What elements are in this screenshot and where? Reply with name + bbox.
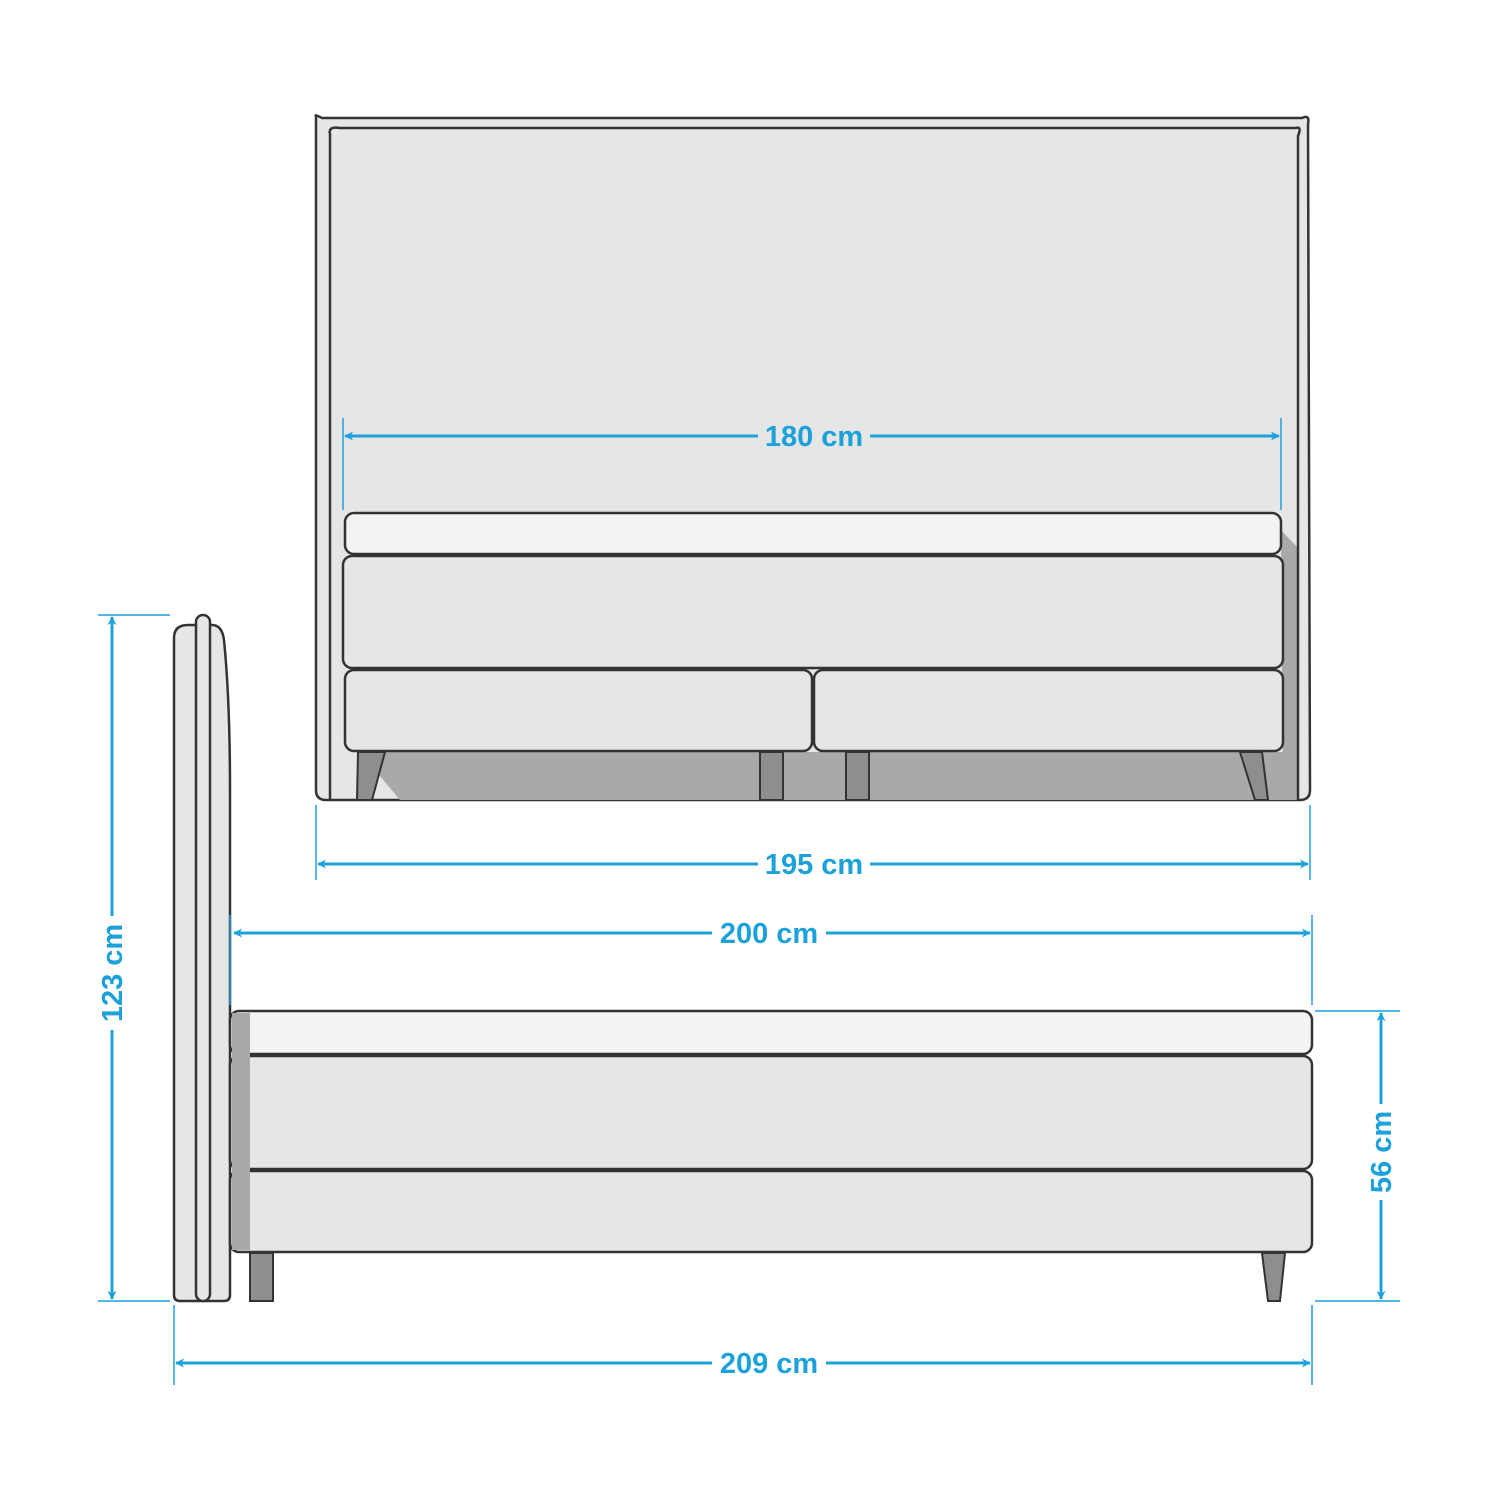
- label-56: 56 cm: [1366, 1111, 1398, 1193]
- label-200: 200 cm: [720, 918, 818, 950]
- side-view: [172, 613, 1314, 1303]
- leg-front-left: [355, 751, 387, 801]
- mattress-topper-side: [228, 1009, 1314, 1056]
- label-180: 180 cm: [765, 421, 863, 453]
- label-123: 123 cm: [97, 924, 129, 1022]
- box-base-left: [343, 668, 814, 753]
- leg-side-right: [1260, 1252, 1287, 1302]
- shadow-right: [1281, 530, 1298, 800]
- dimension-123: 123 cm: [97, 614, 170, 1302]
- leg-front-center-right: [845, 751, 870, 801]
- leg-front-right: [1238, 751, 1270, 801]
- dimension-56: 56 cm: [1315, 1010, 1400, 1302]
- headboard-inner-line: [328, 126, 1301, 800]
- headboard-side-strip: [194, 613, 212, 1303]
- mattress-side: [228, 1054, 1314, 1171]
- mattress-topper-front: [343, 511, 1283, 556]
- side-shade: [232, 1013, 250, 1250]
- box-base-right: [812, 668, 1285, 753]
- label-195: 195 cm: [765, 849, 863, 881]
- leg-side-left: [249, 1252, 274, 1302]
- dimension-180: 180 cm: [342, 418, 1282, 510]
- label-209: 209 cm: [720, 1348, 818, 1380]
- dimension-195: 195 cm: [315, 805, 1311, 881]
- mattress-front: [341, 554, 1285, 670]
- shadow-bottom: [360, 752, 1283, 800]
- front-view: [314, 114, 1312, 802]
- dimension-200: 200 cm: [229, 915, 1313, 1005]
- dimension-209: 209 cm: [173, 1305, 1313, 1385]
- leg-front-center-left: [759, 751, 784, 801]
- box-base-side: [228, 1169, 1314, 1254]
